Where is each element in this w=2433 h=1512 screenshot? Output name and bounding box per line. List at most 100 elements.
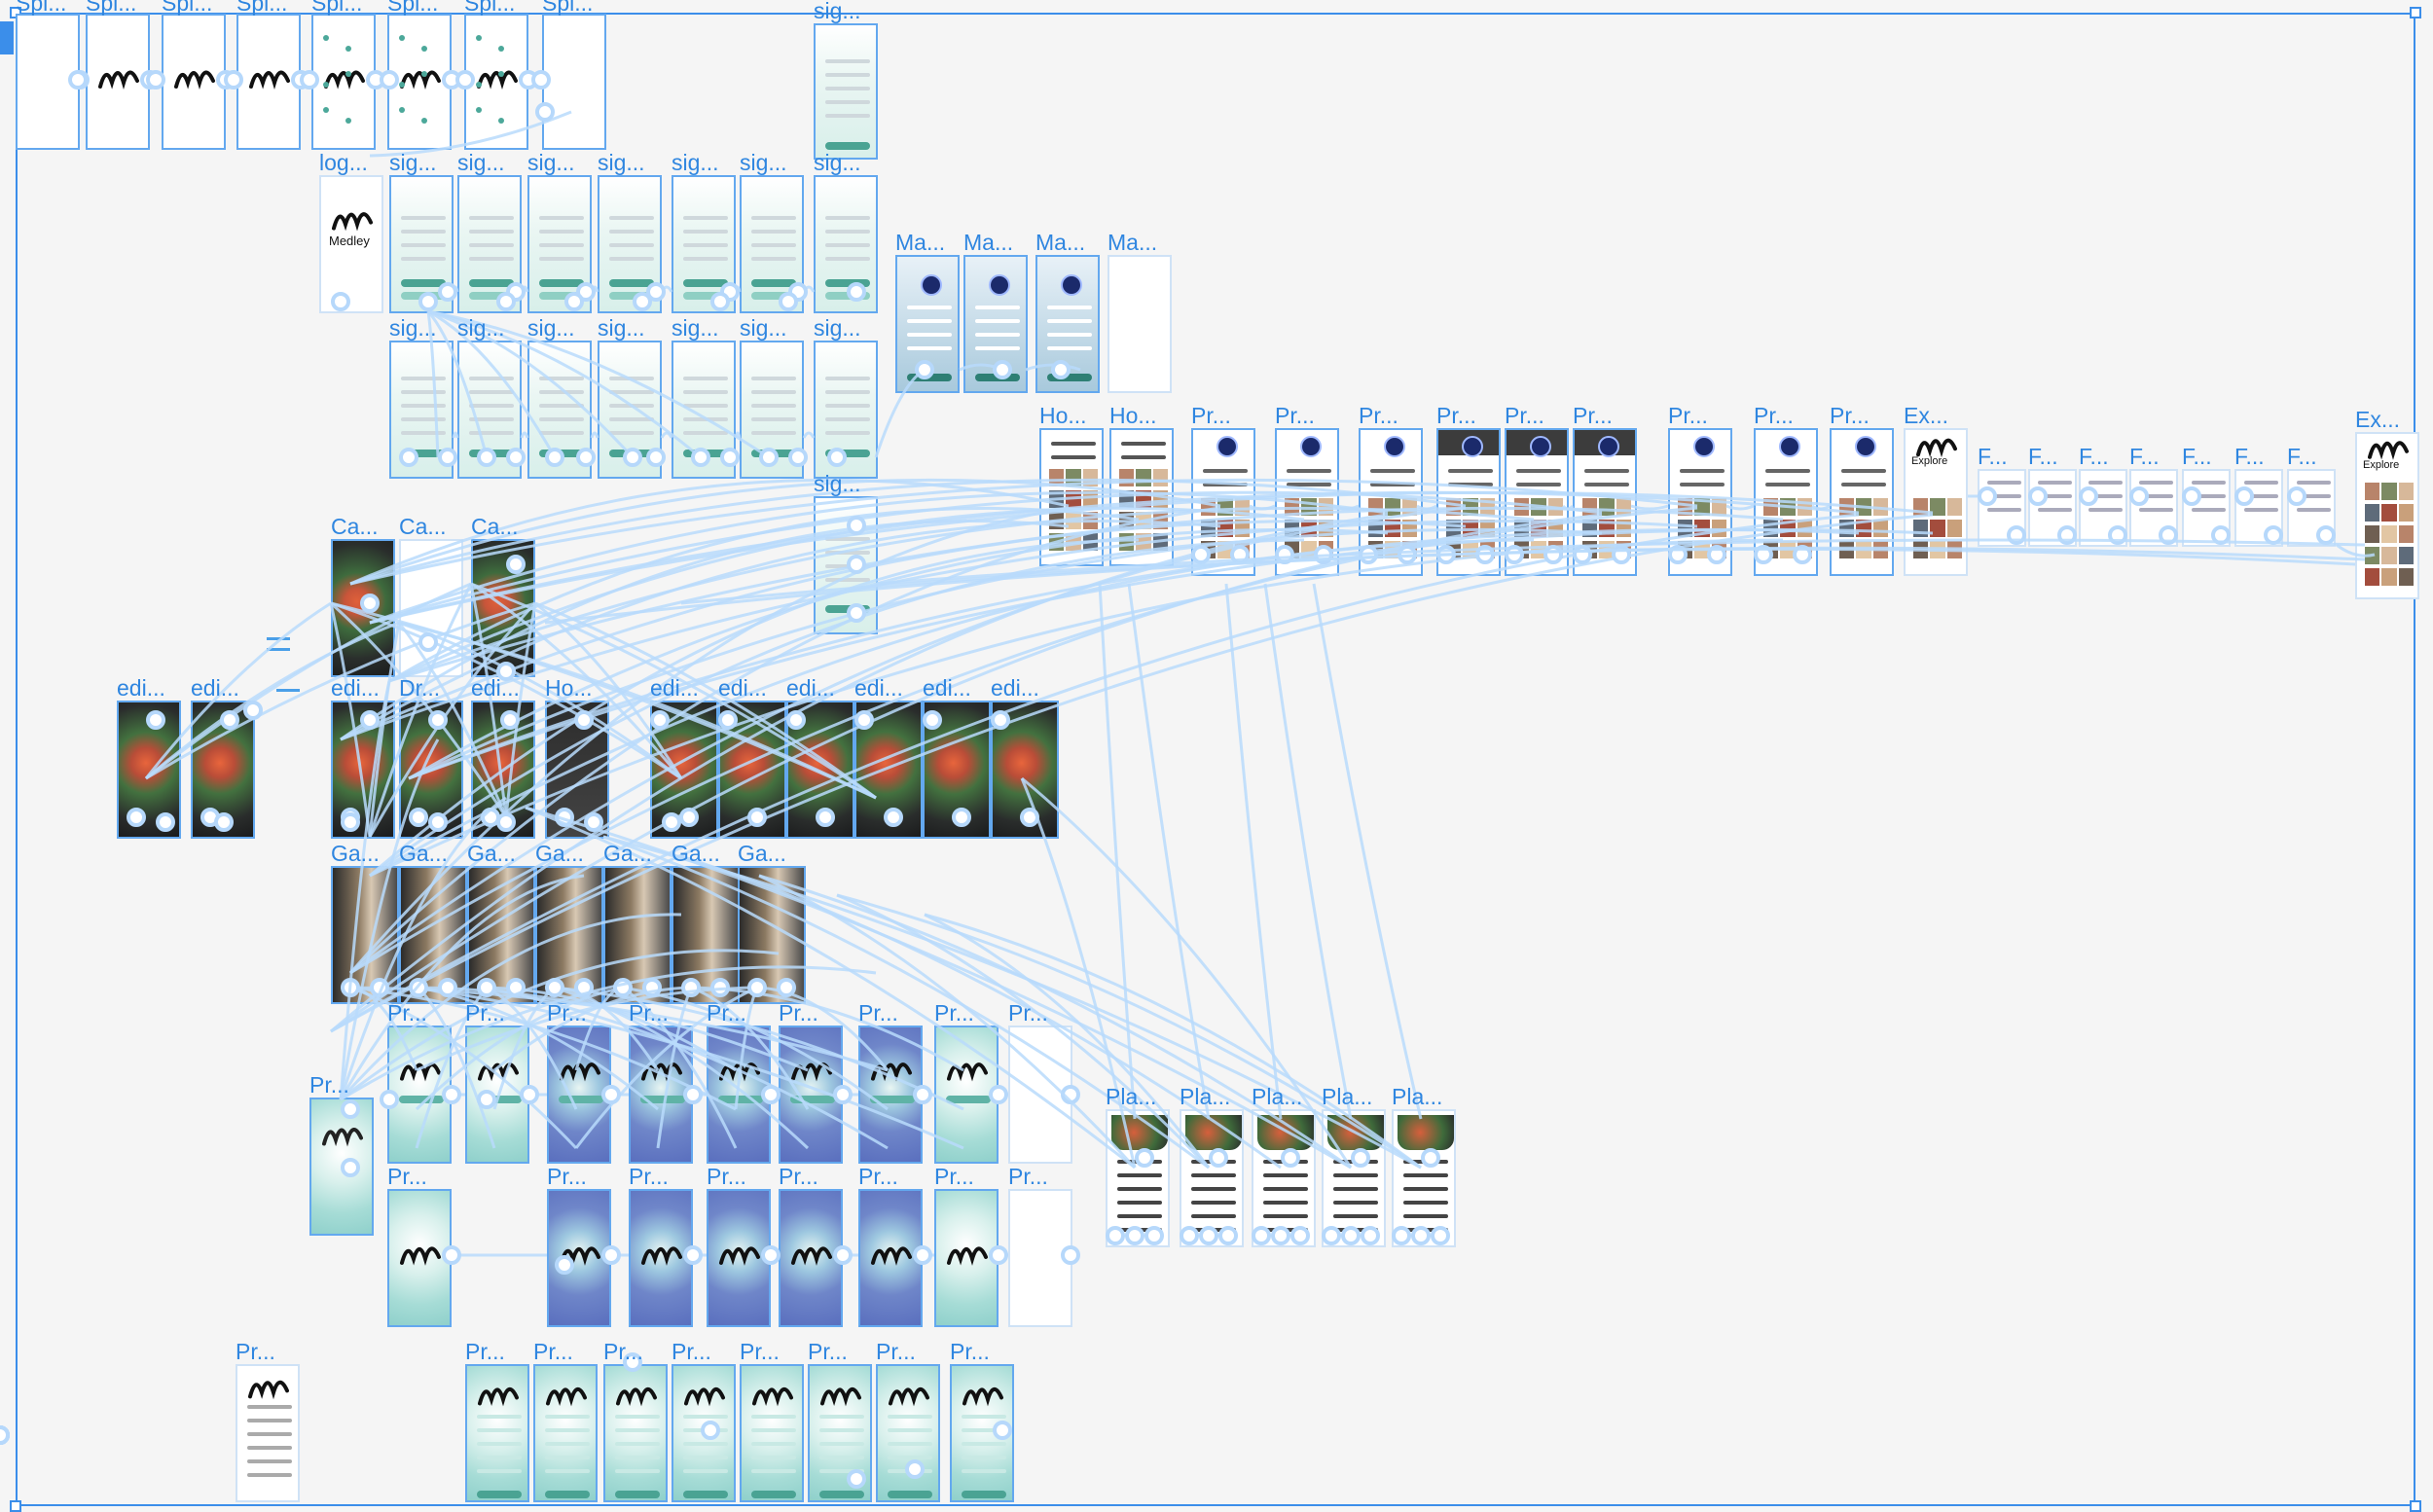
photo-tile[interactable]: [1694, 498, 1710, 516]
frame-label[interactable]: edi...: [718, 675, 767, 701]
frame-label[interactable]: Pla...: [1106, 1084, 1157, 1109]
frame-label[interactable]: Pr...: [707, 1164, 746, 1189]
frame-label[interactable]: Spl...: [542, 0, 594, 16]
frame-label[interactable]: Pr...: [1359, 403, 1398, 428]
frame-label[interactable]: Ca...: [471, 514, 519, 539]
frame-label[interactable]: Pla...: [1252, 1084, 1303, 1109]
frame-label[interactable]: Spl...: [387, 0, 439, 16]
resize-handle-bottom-right[interactable]: [2410, 1500, 2421, 1512]
gallery-frame[interactable]: [535, 866, 603, 1004]
splash-frame[interactable]: [542, 14, 606, 150]
frame-label[interactable]: Pr...: [465, 1339, 505, 1364]
frame-label[interactable]: Pr...: [236, 1339, 275, 1364]
photo-tile[interactable]: [2398, 504, 2415, 522]
frame-label[interactable]: Pr...: [934, 1000, 974, 1026]
frame-label[interactable]: Pr...: [1668, 403, 1708, 428]
frame-label[interactable]: edi...: [991, 675, 1039, 701]
frame-label[interactable]: sig...: [672, 315, 719, 341]
frame-label[interactable]: Ga...: [603, 841, 652, 866]
frame-label[interactable]: sig...: [814, 315, 861, 341]
frame-label[interactable]: sig...: [814, 0, 861, 23]
photo-tile[interactable]: [2364, 504, 2380, 522]
photo-tile[interactable]: [2381, 525, 2397, 543]
frame-label[interactable]: Pr...: [1008, 1000, 1048, 1026]
primary-button[interactable]: [945, 1096, 992, 1103]
primary-button[interactable]: [750, 279, 797, 287]
primary-button[interactable]: [476, 1096, 523, 1103]
frame-label[interactable]: Pr...: [533, 1339, 573, 1364]
frame-label[interactable]: sig...: [389, 315, 437, 341]
frame-label[interactable]: Ga...: [399, 841, 448, 866]
primary-button[interactable]: [824, 142, 871, 150]
frame-label[interactable]: Ma...: [895, 230, 946, 255]
frame-label[interactable]: Ca...: [331, 514, 379, 539]
frame-label[interactable]: F...: [1978, 444, 2008, 469]
frame-label[interactable]: Dr...: [399, 675, 441, 701]
frame-label[interactable]: Spl...: [162, 0, 213, 16]
photo-tile[interactable]: [1048, 469, 1065, 486]
modal-frame[interactable]: [895, 255, 960, 393]
frame-label[interactable]: Pr...: [1008, 1164, 1048, 1189]
photo-tile[interactable]: [2398, 568, 2415, 586]
frame-label[interactable]: Spl...: [86, 0, 137, 16]
frame-label[interactable]: edi...: [854, 675, 903, 701]
frame-label[interactable]: Ex...: [2355, 407, 2401, 432]
frame-label[interactable]: F...: [2234, 444, 2265, 469]
frame-label[interactable]: edi...: [650, 675, 699, 701]
frame-label[interactable]: Ga...: [738, 841, 786, 866]
frame-label[interactable]: Pr...: [1505, 403, 1544, 428]
photo-tile[interactable]: [2381, 483, 2397, 500]
frame-label[interactable]: Ho...: [1109, 403, 1157, 428]
frame-label[interactable]: Pr...: [603, 1339, 643, 1364]
frame-label[interactable]: Pr...: [465, 1000, 505, 1026]
frame-label[interactable]: Pr...: [672, 1339, 711, 1364]
primary-button[interactable]: [818, 1491, 865, 1498]
frame-label[interactable]: Spl...: [236, 0, 288, 16]
primary-button[interactable]: [750, 1491, 797, 1498]
frame-label[interactable]: F...: [2028, 444, 2058, 469]
primary-button[interactable]: [961, 1491, 1007, 1498]
frame-selection-tab[interactable]: [0, 21, 14, 54]
prototype-frame[interactable]: [629, 1189, 693, 1327]
primary-button[interactable]: [400, 279, 447, 287]
photo-tile[interactable]: [2381, 547, 2397, 564]
frame-label[interactable]: Pla...: [1322, 1084, 1373, 1109]
photo-tile[interactable]: [2364, 568, 2380, 586]
frame-label[interactable]: sig...: [527, 150, 575, 175]
frame-label[interactable]: Pr...: [876, 1339, 916, 1364]
explore-frame[interactable]: Explore: [2355, 432, 2419, 599]
prototype-frame[interactable]: [950, 1364, 1014, 1502]
frame-label[interactable]: sig...: [527, 315, 575, 341]
frame-label[interactable]: Ex...: [1904, 403, 1949, 428]
frame-label[interactable]: sig...: [598, 315, 645, 341]
prototype-frame[interactable]: [603, 1364, 668, 1502]
frame-label[interactable]: edi...: [923, 675, 971, 701]
gallery-frame[interactable]: [467, 866, 535, 1004]
prototype-frame[interactable]: [707, 1189, 771, 1327]
frame-label[interactable]: Pr...: [707, 1000, 746, 1026]
primary-button[interactable]: [639, 1096, 686, 1103]
frame-label[interactable]: sig...: [672, 150, 719, 175]
photo-tile[interactable]: [1930, 520, 1945, 537]
frame-label[interactable]: Spl...: [311, 0, 363, 16]
frame-label[interactable]: Pr...: [1191, 403, 1231, 428]
frame-label[interactable]: Ga...: [331, 841, 380, 866]
frame-label[interactable]: Pla...: [1180, 1084, 1231, 1109]
primary-button[interactable]: [468, 279, 515, 287]
photo-tile[interactable]: [2398, 525, 2415, 543]
frame-label[interactable]: sig...: [814, 150, 861, 175]
profile-frame[interactable]: [1830, 428, 1894, 576]
signup-frame[interactable]: [814, 341, 878, 479]
signup-frame[interactable]: [814, 23, 878, 160]
frame-label[interactable]: Pr...: [1830, 403, 1870, 428]
modal-frame[interactable]: [1108, 255, 1172, 393]
photo-tile[interactable]: [1463, 498, 1478, 516]
photo-tile[interactable]: [1066, 469, 1081, 486]
photo-tile[interactable]: [2364, 483, 2380, 500]
frame-label[interactable]: Pr...: [934, 1164, 974, 1189]
frame-label[interactable]: sig...: [740, 315, 787, 341]
primary-button[interactable]: [717, 1096, 764, 1103]
photo-tile[interactable]: [1946, 520, 1963, 537]
frame-label[interactable]: Pr...: [387, 1000, 427, 1026]
primary-button[interactable]: [824, 450, 871, 457]
